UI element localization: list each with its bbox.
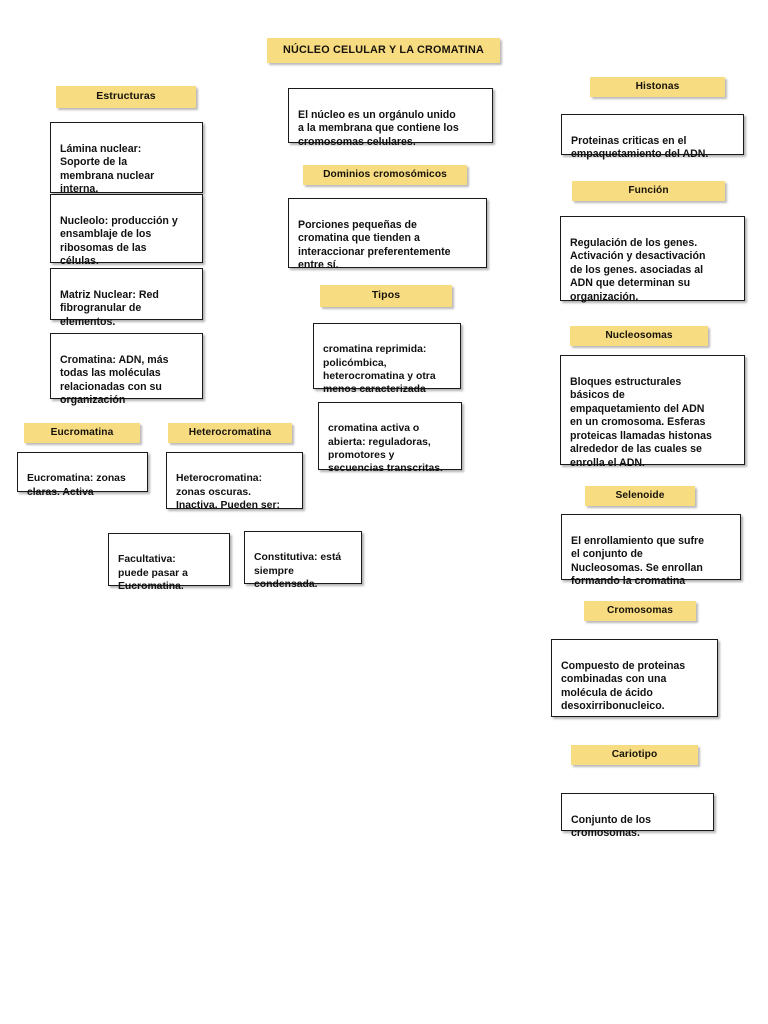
heading-funcion: Función xyxy=(572,181,725,201)
heading-estructuras: Estructuras xyxy=(56,86,196,108)
box-constitutiva-text: Constitutiva: está siempre condensada. xyxy=(254,552,342,590)
box-histonas-text: Proteinas criticas en el empaquetamiento… xyxy=(571,134,709,161)
box-heterocromatina: Heterocromatina: zonas oscuras. Inactiva… xyxy=(166,452,303,511)
box-constitutiva: Constitutiva: está siempre condensada. xyxy=(244,531,362,590)
heading-heterocromatina: Heterocromatina xyxy=(168,423,292,443)
box-nucleolo: Nucleolo: producción y ensamblaje de los… xyxy=(50,194,203,267)
box-funcion: Regulación de los genes. Activación y de… xyxy=(560,216,745,303)
heading-dominios-cromosomicos: Dominios cromosómicos xyxy=(303,165,467,185)
heading-cariotipo: Cariotipo xyxy=(571,745,698,765)
box-cariotipo: Conjunto de los cromosomas. xyxy=(561,793,714,839)
box-dominios-text: Porciones pequeñas de cromatina que tien… xyxy=(298,218,451,272)
box-cromatina-reprimida-text: cromatina reprimida: policómbica, hetero… xyxy=(323,344,436,396)
heading-heterocromatina-label: Heterocromatina xyxy=(188,427,272,439)
map-title-text: NÚCLEO CELULAR Y LA CROMATINA xyxy=(283,43,484,56)
box-heterocromatina-text: Heterocromatina: zonas oscuras. Inactiva… xyxy=(176,473,280,511)
heading-cromosomas: Cromosomas xyxy=(584,601,696,621)
box-nucleosomas: Bloques estructurales básicos de empaque… xyxy=(560,355,745,469)
heading-funcion-label: Función xyxy=(628,185,669,197)
box-nucleo-intro-text: El núcleo es un orgánulo unido a la memb… xyxy=(298,108,459,148)
box-histonas: Proteinas criticas en el empaquetamiento… xyxy=(561,114,744,160)
box-cromosomas: Compuesto de proteinas combinadas con un… xyxy=(551,639,718,717)
box-cromatina-reprimida: cromatina reprimida: policómbica, hetero… xyxy=(313,323,461,395)
heading-histonas-label: Histonas xyxy=(635,81,680,93)
box-cromatina: Cromatina: ADN, más todas las moléculas … xyxy=(50,333,203,406)
heading-dominios-label: Dominios cromosómicos xyxy=(323,169,447,181)
heading-tipos-label: Tipos xyxy=(371,289,401,302)
heading-tipos: Tipos xyxy=(320,285,452,307)
map-title-chip: NÚCLEO CELULAR Y LA CROMATINA xyxy=(267,38,500,63)
box-cromatina-text: Cromatina: ADN, más todas las moléculas … xyxy=(60,353,169,407)
box-matriz-nuclear: Matriz Nuclear: Red fibrogranular de ele… xyxy=(50,268,203,328)
heading-eucromatina-label: Eucromatina xyxy=(50,427,114,439)
box-facultativa-text: Facultativa: puede pasar a Eucromatina. xyxy=(118,554,188,592)
heading-eucromatina: Eucromatina xyxy=(24,423,140,443)
box-cariotipo-text: Conjunto de los cromosomas. xyxy=(571,813,652,840)
box-facultativa: Facultativa: puede pasar a Eucromatina. xyxy=(108,533,230,592)
heading-estructuras-label: Estructuras xyxy=(96,90,156,103)
box-eucromatina-text: Eucromatina: zonas claras. Activa xyxy=(27,473,126,498)
heading-histonas: Histonas xyxy=(590,77,725,97)
box-selenoide-text: El enrollamiento que sufre el conjunto d… xyxy=(571,534,705,588)
box-nucleolo-text: Nucleolo: producción y ensamblaje de los… xyxy=(60,214,178,268)
heading-selenoide-label: Selenoide xyxy=(615,490,665,502)
heading-nucleosomas-label: Nucleosomas xyxy=(605,330,673,342)
box-eucromatina: Eucromatina: zonas claras. Activa xyxy=(17,452,148,498)
box-nucleo-intro: El núcleo es un orgánulo unido a la memb… xyxy=(288,88,493,148)
heading-nucleosomas: Nucleosomas xyxy=(570,326,708,346)
heading-selenoide: Selenoide xyxy=(585,486,695,506)
box-cromatina-activa: cromatina activa o abierta: reguladoras,… xyxy=(318,402,462,474)
box-funcion-text: Regulación de los genes. Activación y de… xyxy=(570,236,706,303)
box-cromatina-activa-text: cromatina activa o abierta: reguladoras,… xyxy=(328,423,443,475)
box-lamina-nuclear: Lámina nuclear: Soporte de la membrana n… xyxy=(50,122,203,196)
box-cromosomas-text: Compuesto de proteinas combinadas con un… xyxy=(561,659,686,713)
heading-cariotipo-label: Cariotipo xyxy=(611,749,658,761)
box-dominios-cromosomicos: Porciones pequeñas de cromatina que tien… xyxy=(288,198,487,271)
box-matriz-nuclear-text: Matriz Nuclear: Red fibrogranular de ele… xyxy=(60,288,159,328)
box-selenoide: El enrollamiento que sufre el conjunto d… xyxy=(561,514,741,587)
box-lamina-nuclear-text: Lámina nuclear: Soporte de la membrana n… xyxy=(60,142,155,196)
box-nucleosomas-text: Bloques estructurales básicos de empaque… xyxy=(570,375,712,469)
heading-cromosomas-label: Cromosomas xyxy=(606,605,674,617)
